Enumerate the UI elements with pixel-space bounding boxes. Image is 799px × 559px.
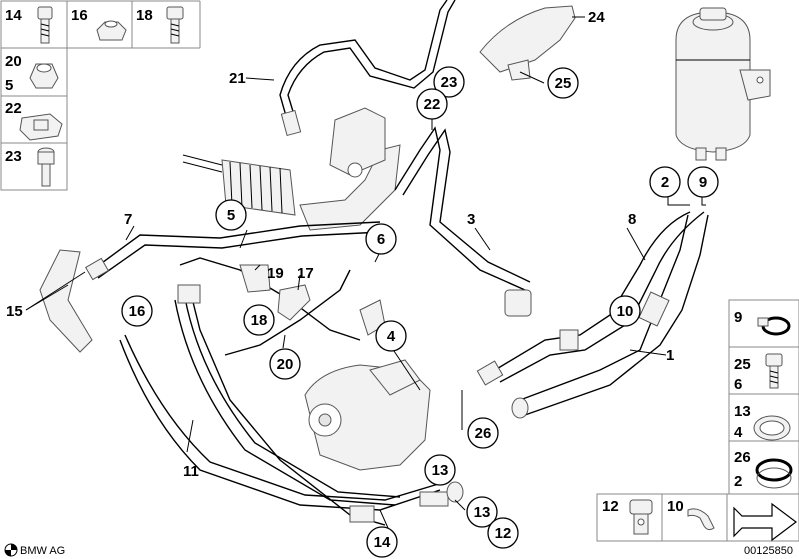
callout-circle-20: 20	[269, 348, 301, 380]
callout-circle-13b: 13	[466, 496, 498, 528]
legend-label-4: 4	[734, 424, 743, 441]
callout-circle-9: 9	[687, 166, 719, 198]
legend-label-22: 22	[5, 100, 22, 117]
hose-lines	[39, 0, 709, 526]
callout-10: 10	[617, 303, 634, 320]
callout-17: 17	[297, 265, 314, 282]
callout-circle-10: 10	[609, 295, 641, 327]
callout-24: 24	[588, 9, 605, 26]
callout-6: 6	[377, 231, 385, 248]
legend-label-2: 2	[734, 473, 742, 490]
reservoir-illustration	[675, 7, 771, 161]
legend-label-9: 9	[734, 309, 742, 326]
callout-26: 26	[475, 425, 492, 442]
callout-circle-16: 16	[121, 295, 153, 327]
callout-20: 20	[277, 356, 294, 373]
legend-label-14: 14	[5, 7, 22, 24]
clip-icon	[687, 508, 715, 531]
callout-19: 19	[267, 265, 284, 282]
bolt-icon	[166, 6, 184, 44]
legend-label-12: 12	[602, 498, 619, 515]
legend-label-6: 6	[734, 376, 742, 393]
steering-gear-illustration	[182, 107, 401, 231]
callout-15: 15	[6, 303, 23, 320]
callout-9: 9	[699, 174, 707, 191]
clip-nut-icon	[19, 113, 63, 141]
callout-circle-13a: 13	[424, 454, 456, 486]
callout-13: 13	[432, 462, 449, 479]
callout-7: 7	[124, 211, 132, 228]
callout-4: 4	[387, 328, 396, 345]
callout-circle-5: 5	[215, 199, 247, 231]
collar-nut-icon	[29, 63, 59, 89]
footer: BMW AG 00125850	[4, 543, 793, 557]
legend-label-10: 10	[667, 498, 684, 515]
callout-22: 22	[424, 96, 441, 113]
callout-2: 2	[661, 174, 669, 191]
brand-text: BMW AG	[20, 545, 65, 557]
pump-illustration	[304, 359, 431, 471]
callout-13: 13	[474, 504, 491, 521]
left-parts-legend: 14 16 18 20 5 22 23	[0, 0, 201, 191]
callout-18: 18	[251, 312, 268, 329]
bottom-parts-legend: 12 10	[596, 493, 799, 542]
legend-label-18: 18	[136, 7, 153, 24]
callout-8: 8	[628, 211, 636, 228]
heat-shield-illustration	[479, 5, 576, 81]
callout-circle-12: 12	[487, 517, 519, 549]
callout-circle-4: 4	[375, 320, 407, 352]
callout-circle-6: 6	[365, 223, 397, 255]
banjo-bolt-icon	[629, 499, 653, 535]
callouts: 24 21 7 3 8 15 19 17 1 11 23 22 25 2 9	[6, 9, 719, 558]
callout-25: 25	[555, 75, 572, 92]
callout-16: 16	[129, 303, 146, 320]
main-illustration	[25, 0, 771, 529]
callout-circle-14: 14	[366, 526, 398, 558]
callout-23: 23	[441, 74, 458, 91]
band-clamp-icon	[755, 458, 793, 489]
bolt-icon	[37, 6, 53, 44]
bmw-logo-icon	[4, 543, 18, 557]
callout-circle-2: 2	[649, 166, 681, 198]
hex-nut-icon	[96, 20, 127, 41]
legend-label-23: 23	[5, 148, 22, 165]
legend-label-16: 16	[71, 7, 88, 24]
bolt-icon	[765, 353, 783, 389]
diagram-id: 00125850	[744, 545, 793, 557]
callout-circle-18: 18	[243, 304, 275, 336]
screw-icon	[37, 147, 55, 187]
direction-arrow-icon	[733, 502, 797, 542]
callout-circle-23a: 23	[433, 66, 465, 98]
callout-3: 3	[467, 211, 475, 228]
hose-clamp-icon	[757, 316, 791, 336]
callout-5: 5	[227, 207, 235, 224]
legend-label-13: 13	[734, 403, 751, 420]
seal-ring-icon	[753, 415, 791, 441]
legend-label-26: 26	[734, 449, 751, 466]
callout-12: 12	[495, 525, 512, 542]
legend-label-25: 25	[734, 356, 751, 373]
callout-11: 11	[183, 463, 199, 480]
callout-1: 1	[666, 347, 674, 364]
legend-label-5: 5	[5, 77, 13, 94]
callout-14: 14	[374, 534, 391, 551]
callout-circle-22: 22	[416, 88, 448, 120]
callout-circle-26: 26	[467, 417, 499, 449]
right-parts-legend: 9 25 6 13 4 26 2	[728, 299, 799, 495]
callout-circle-25: 25	[547, 67, 579, 99]
legend-label-20: 20	[5, 53, 22, 70]
callout-21: 21	[229, 70, 246, 87]
